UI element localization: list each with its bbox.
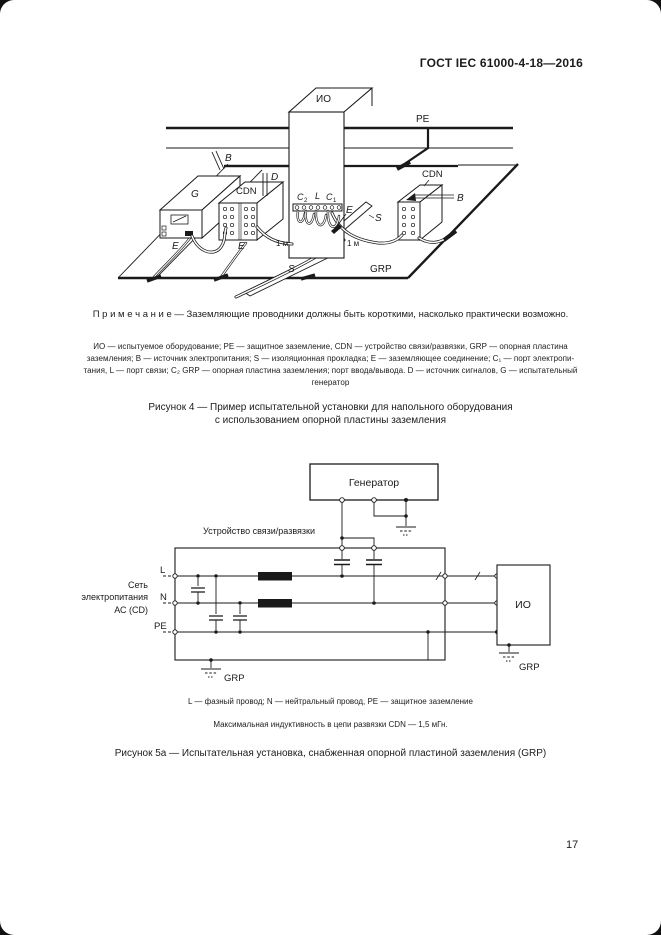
c2-sub: 2 [304, 198, 308, 204]
b-left-label: B [225, 153, 232, 164]
wire-l-label: L [160, 565, 165, 576]
c1-label: C [326, 192, 333, 202]
legend-line: тания, L — порт связи; C₂ GRP — опорная … [83, 366, 578, 375]
cdn-left-label: CDN [236, 186, 257, 197]
mains-label: Сеть электропитания АС (CD) [81, 580, 148, 615]
pe-bonding [396, 128, 430, 171]
eut-box [287, 87, 374, 259]
e-cdn-label: E [238, 241, 245, 252]
e-generator-label: E [172, 241, 179, 252]
eut-label: ИО [316, 94, 331, 105]
figure4-caption-line1: Рисунок 4 — Пример испытательной установ… [148, 402, 513, 413]
b-feed-arrow [406, 193, 416, 201]
b-right-label: B [457, 193, 464, 204]
inductor-n [258, 599, 292, 608]
terminal-strip [292, 203, 343, 212]
figure4-legend: ИО — испытуемое оборудование; PE — защит… [18, 341, 643, 389]
coupling-label: Устройство связи/развязки [203, 526, 315, 536]
page-number: 17 [566, 839, 579, 851]
cdn-right-box [396, 179, 454, 242]
bond-clamps [146, 213, 458, 283]
figure5a-diagram: Генератор Устройство связи/развязки [81, 463, 551, 684]
e-eut-label: E [346, 205, 353, 216]
internal-capacitors [191, 574, 247, 634]
c2-label: C [297, 192, 304, 202]
figure5a-footnote-inductance: Максимальная индуктивность в цепи развяз… [213, 720, 448, 729]
eut-grounding [499, 643, 519, 662]
generator-clamp [185, 231, 193, 236]
generator-box [158, 174, 242, 240]
grp-label: GRP [370, 264, 392, 275]
generator-wiring [339, 497, 416, 546]
s-bottom-label: S [288, 264, 295, 275]
inductor-l [258, 572, 292, 581]
generator-label: G [191, 189, 199, 200]
grp-cdn-label: GRP [224, 673, 245, 684]
page-header: ГОСТ IEC 61000-4-18—2016 [419, 56, 583, 70]
figure4-diagram: ИО PE B D G CDN C 2 L C 1 E E E S S 1 м … [117, 87, 519, 299]
generator-display [170, 214, 189, 225]
figure4-caption-line2: с использованием опорной пластины заземл… [214, 415, 447, 426]
cdn-right-label: CDN [422, 169, 443, 180]
service-drops [211, 150, 289, 196]
s-right-label: S [375, 213, 382, 224]
d-label: D [271, 172, 278, 183]
wire-n-label: N [160, 592, 167, 603]
eut-box [496, 564, 551, 646]
l-port-label: L [315, 191, 320, 201]
figure5a-footnote-wires: L — фазный провод; N — нейтральный прово… [188, 697, 473, 706]
legend-line: генератор [311, 378, 350, 387]
legend-line: ИО — испытуемое оборудование; PE — защит… [93, 342, 568, 351]
dist-left-label: 1 м [276, 239, 288, 248]
rails [163, 571, 500, 635]
mains-line3: АС (CD) [114, 605, 148, 615]
pe-label: PE [416, 114, 430, 125]
legend-line: заземления; B — источник электропитания;… [86, 354, 575, 363]
c1-sub: 1 [333, 198, 337, 204]
mains-line1: Сеть [128, 580, 148, 590]
grp-eut-label: GRP [519, 662, 540, 673]
figure5a-caption: Рисунок 5а — Испытательная установка, сн… [114, 748, 547, 759]
mains-line2: электропитания [81, 592, 148, 602]
cdn-grounding [201, 630, 430, 678]
generator-label: Генератор [349, 477, 399, 489]
wire-pe-label: PE [154, 621, 167, 632]
eut-label: ИО [515, 599, 531, 611]
cdn-box [174, 547, 446, 661]
coupling-capacitors [334, 545, 382, 605]
figure4-caption: Рисунок 4 — Пример испытательной установ… [0, 401, 661, 427]
dist-right-label: 1 м [347, 239, 359, 248]
b-feed-lines [413, 194, 454, 199]
figure4-note: П р и м е ч а н и е — Заземляющие провод… [92, 309, 569, 320]
